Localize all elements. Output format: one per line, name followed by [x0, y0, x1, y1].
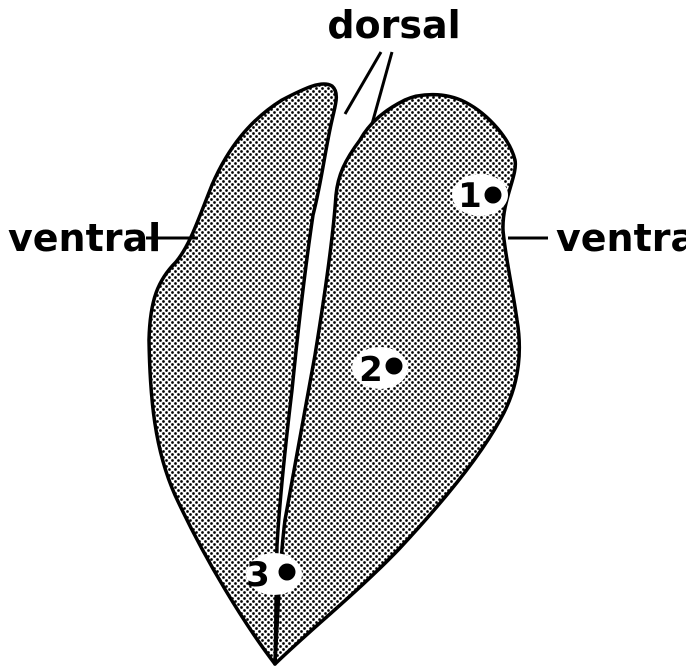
point-3-label: 3 — [246, 555, 270, 595]
dorsal-label: dorsal — [327, 3, 460, 47]
ventral-right-label: ventral — [556, 216, 686, 260]
point-2-label: 2 — [359, 350, 383, 390]
point-3-marker: 3 — [246, 553, 302, 595]
point-1-marker: 1 — [452, 174, 508, 216]
ventral-left-label: ventral — [8, 216, 161, 260]
dorsal-leader-line-left — [345, 52, 381, 114]
point-1-label: 1 — [458, 176, 482, 216]
